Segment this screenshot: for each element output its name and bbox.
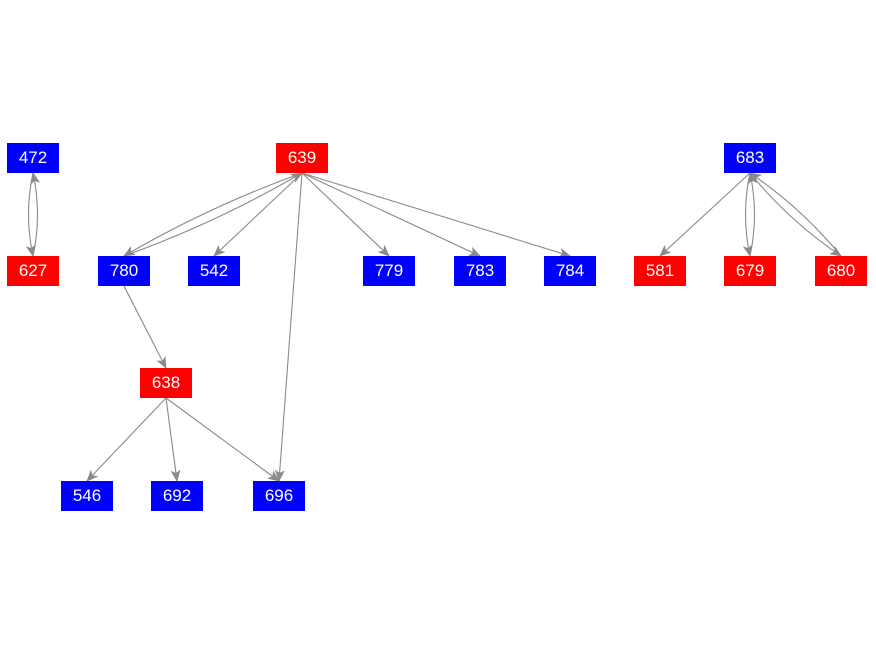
node-639[interactable]: 639: [276, 143, 328, 173]
edge-683-to-680: [749, 172, 842, 257]
edge-683-to-679: [742, 172, 753, 257]
node-627[interactable]: 627: [7, 256, 59, 286]
edge-780-to-638: [123, 285, 167, 369]
edge-680-to-683: [749, 172, 842, 257]
node-783[interactable]: 783: [454, 256, 506, 286]
edge-639-to-779: [301, 172, 390, 257]
edge-638-to-696: [165, 397, 280, 482]
node-581[interactable]: 581: [634, 256, 686, 286]
node-696[interactable]: 696: [253, 481, 305, 511]
edge-639-to-783: [301, 172, 481, 257]
edge-683-to-581: [659, 172, 751, 257]
edge-639-to-780: [123, 172, 303, 257]
edge-639-to-784: [301, 172, 571, 258]
edge-679-to-683: [747, 172, 758, 257]
node-638[interactable]: 638: [140, 368, 192, 398]
node-784[interactable]: 784: [544, 256, 596, 286]
edge-627-to-472: [30, 172, 41, 257]
node-683[interactable]: 683: [724, 143, 776, 173]
edge-472-to-627: [25, 172, 36, 257]
edge-638-to-546: [86, 397, 167, 482]
node-779[interactable]: 779: [363, 256, 415, 286]
node-679[interactable]: 679: [724, 256, 776, 286]
node-692[interactable]: 692: [151, 481, 203, 511]
edge-780-to-639: [123, 172, 303, 257]
edge-639-to-696: [274, 172, 303, 482]
node-680[interactable]: 680: [815, 256, 867, 286]
node-542[interactable]: 542: [188, 256, 240, 286]
edge-639-to-542: [213, 172, 303, 257]
edge-638-to-692: [165, 397, 181, 482]
node-472[interactable]: 472: [7, 143, 59, 173]
node-546[interactable]: 546: [61, 481, 113, 511]
node-780[interactable]: 780: [98, 256, 150, 286]
